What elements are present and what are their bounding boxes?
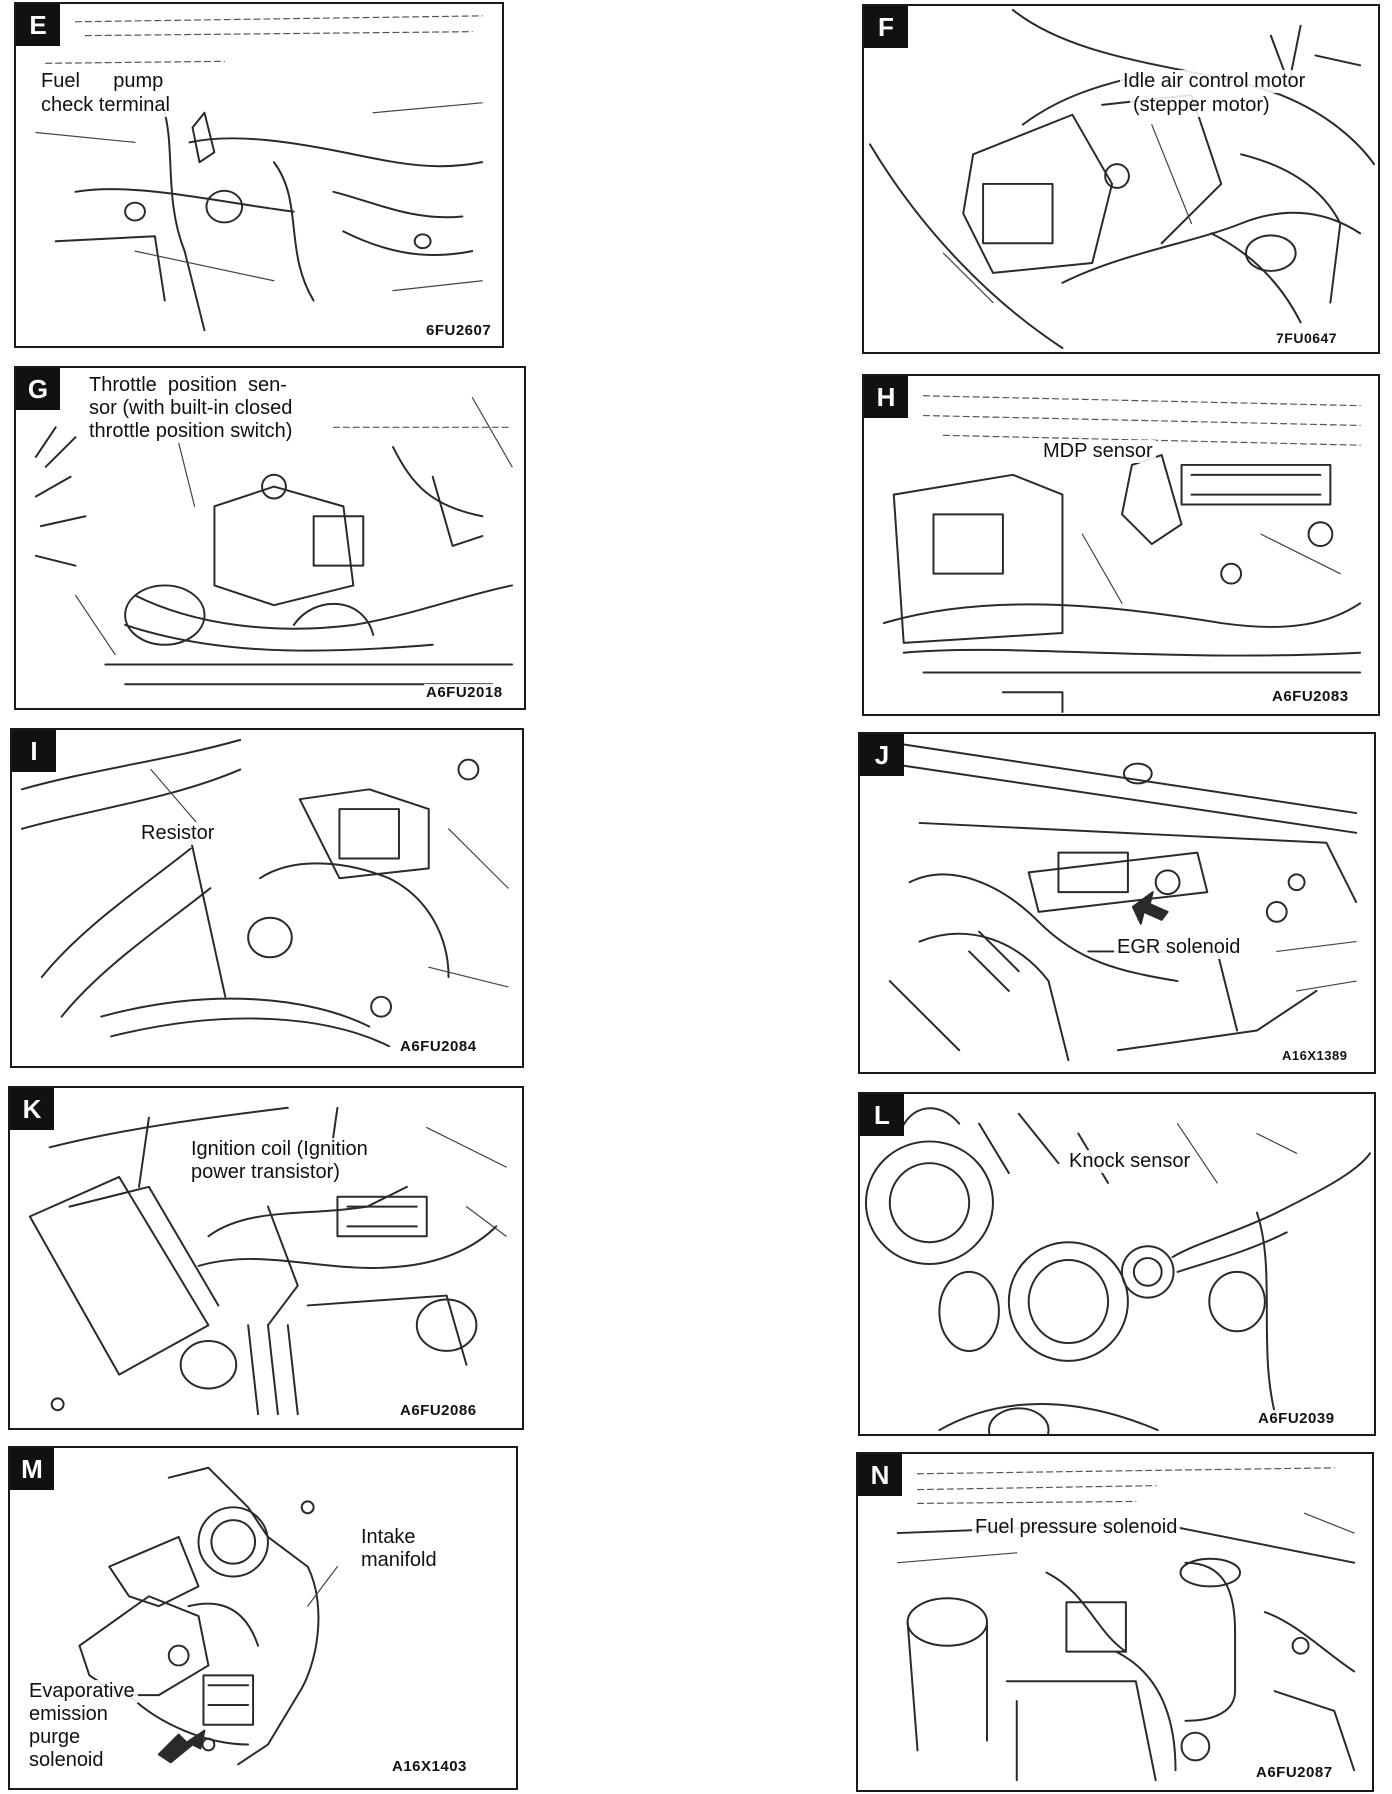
- figure-code-j: A16X1389: [1280, 1048, 1350, 1063]
- throttle-label-line1: Throttle position sen-: [86, 374, 290, 397]
- figure-code-n: A6FU2087: [1254, 1764, 1335, 1781]
- fuel-pump-label-line1: Fuel pump: [38, 70, 167, 93]
- panel-i: I Resistor A6FU2084: [10, 728, 524, 1068]
- panel-h: H MDP sensor A6FU2083: [862, 374, 1380, 716]
- evaporative-emission-purge-solenoid-illustration: [78, 1466, 339, 1766]
- resistor-illustration: [20, 738, 509, 1048]
- panel-e: E Fuel pump check terminal 6FU2607: [14, 2, 504, 348]
- evap-label-line3: purge: [26, 1726, 84, 1749]
- mdp-sensor-illustration: [882, 395, 1362, 714]
- knock-sensor-illustration: [864, 1107, 1372, 1434]
- intake-manifold-label-line1: Intake: [358, 1526, 419, 1549]
- evap-label-line4: solenoid: [26, 1749, 107, 1772]
- panel-f: F Idle air control motor (stepper motor)…: [862, 4, 1380, 354]
- evap-label-line2: emission: [26, 1703, 111, 1726]
- panel-letter-h: H: [864, 376, 908, 418]
- fuel-pressure-solenoid-illustration: [896, 1467, 1356, 1782]
- figure-code-i: A6FU2084: [398, 1038, 479, 1055]
- figure-code-l: A6FU2039: [1256, 1410, 1337, 1427]
- knock-sensor-label: Knock sensor: [1066, 1150, 1194, 1173]
- panel-letter-f: F: [864, 6, 908, 48]
- ignition-coil-label-line1: Ignition coil (Ignition: [188, 1138, 371, 1161]
- figure-code-m: A16X1403: [390, 1758, 469, 1775]
- idle-air-control-motor-illustration: [868, 8, 1376, 350]
- resistor-label: Resistor: [138, 822, 218, 845]
- figure-code-g: A6FU2018: [424, 684, 505, 701]
- panel-g: G Throttle position sen- sor (with built…: [14, 366, 526, 710]
- panel-letter-e: E: [16, 4, 60, 46]
- panel-letter-k: K: [10, 1088, 54, 1130]
- evap-label-line1: Evaporative: [26, 1680, 138, 1703]
- figure-code-f: 7FU0647: [1274, 330, 1340, 346]
- panel-letter-j: J: [860, 734, 904, 776]
- idle-air-label-line1: Idle air control motor: [1120, 70, 1309, 93]
- fuel-pressure-solenoid-label: Fuel pressure solenoid: [972, 1516, 1181, 1539]
- throttle-label-line3: throttle position switch): [86, 420, 296, 443]
- mdp-sensor-label: MDP sensor: [1040, 440, 1156, 463]
- panel-m: M Intake manifold Evaporative emission p…: [8, 1446, 518, 1790]
- figure-code-h: A6FU2083: [1270, 688, 1351, 705]
- panel-letter-i: I: [12, 730, 56, 772]
- egr-solenoid-label: EGR solenoid: [1114, 936, 1244, 959]
- figure-code-e: 6FU2607: [424, 322, 494, 339]
- panel-k: K Ignition coil (Ignition power transist…: [8, 1086, 524, 1430]
- panel-j: J EGR solenoid A16X1389: [858, 732, 1376, 1074]
- panel-letter-g: G: [16, 368, 60, 410]
- panel-n: N Fuel pressure solenoid A6FU2087: [856, 1452, 1374, 1792]
- egr-solenoid-illustration: [888, 742, 1358, 1062]
- throttle-label-line2: sor (with built-in closed: [86, 397, 296, 420]
- intake-manifold-label-line2: manifold: [358, 1549, 440, 1572]
- figure-code-k: A6FU2086: [398, 1402, 479, 1419]
- panel-letter-l: L: [860, 1094, 904, 1136]
- panel-l: L Knock sensor A6FU2039: [858, 1092, 1376, 1436]
- panel-letter-m: M: [10, 1448, 54, 1490]
- fuel-pump-check-terminal-illustration: [35, 15, 484, 332]
- idle-air-label-line2: (stepper motor): [1130, 94, 1273, 117]
- ignition-coil-label-line2: power transistor): [188, 1161, 343, 1184]
- fuel-pump-label-line2: check terminal: [38, 94, 173, 117]
- panel-letter-n: N: [858, 1454, 902, 1496]
